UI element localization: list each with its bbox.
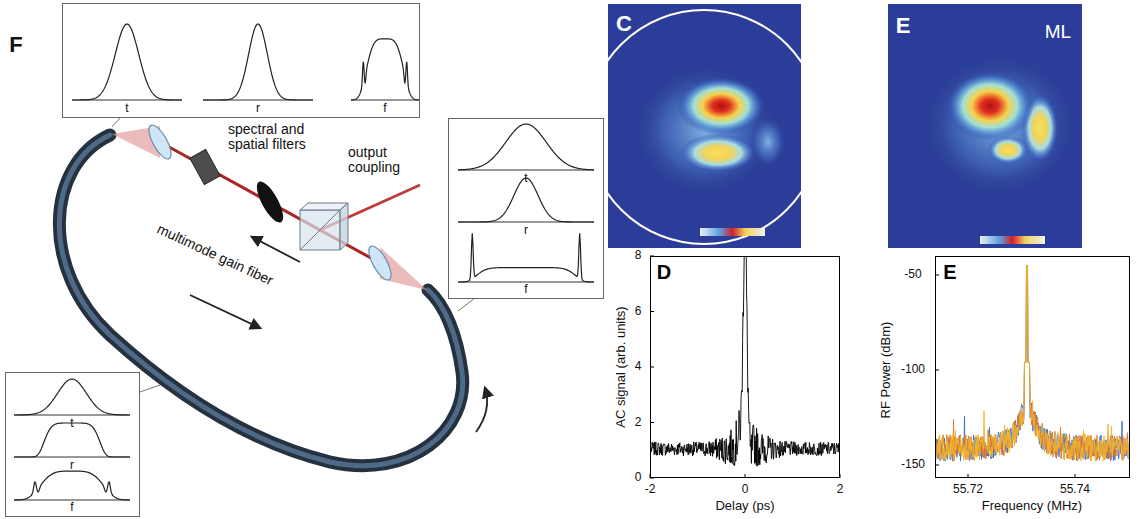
- axis-title: Frequency (MHz): [982, 499, 1082, 513]
- axis-symbol: f: [383, 102, 386, 115]
- beam-profile-image: [888, 4, 1082, 248]
- image-panel: C: [608, 4, 801, 248]
- inset-box: t r f: [5, 372, 140, 517]
- autocorrelation-trace: [651, 257, 839, 466]
- tick-label: -50: [904, 268, 921, 281]
- spatial-filter: [252, 178, 288, 226]
- axis-symbol: f: [70, 501, 73, 514]
- inset-axis: [14, 500, 130, 501]
- intensity-peak: [946, 71, 1034, 141]
- axis-symbol: t: [70, 417, 73, 430]
- color-bar: [980, 236, 1045, 244]
- cube-face: [340, 203, 348, 250]
- panel-letter: E: [943, 261, 956, 283]
- tick-label: 0: [742, 483, 749, 496]
- cube-diagonal: [300, 210, 340, 250]
- pulse-curve: [351, 39, 419, 100]
- rf-spectrum-trace: [936, 266, 1129, 462]
- color-bar: [700, 228, 765, 236]
- axis-symbol: f: [524, 283, 527, 296]
- axis-title: AC signal (arb. units): [614, 306, 628, 427]
- axis-symbol: r: [70, 459, 74, 472]
- spectral-filter: [190, 150, 220, 185]
- cube-face: [300, 210, 340, 250]
- pulse-curve: [458, 124, 594, 170]
- inset-curves: [14, 24, 594, 500]
- inset-axis: [351, 100, 419, 101]
- beam-splitter-cube: [300, 203, 348, 250]
- panel-letter: F: [9, 33, 22, 57]
- intensity-halo: [922, 53, 1078, 197]
- lens: [365, 243, 396, 283]
- direction-arrow: [476, 388, 487, 432]
- axis-title: Delay (ps): [715, 499, 774, 513]
- tick-label: 0: [635, 471, 642, 484]
- image-ground: [608, 4, 801, 248]
- direction-arrow: [190, 295, 260, 328]
- panel-letter: ML: [1045, 22, 1071, 43]
- tick-label: 8: [635, 249, 642, 262]
- pulse-curve: [14, 379, 130, 415]
- panel-letter: C: [616, 12, 632, 36]
- pulse-curve: [72, 24, 182, 100]
- panel-letter: D: [657, 261, 671, 283]
- inset-axis: [458, 170, 594, 171]
- tick-label: 4: [635, 360, 642, 373]
- tick-label: 2: [837, 483, 844, 496]
- plot-panel: D: [650, 256, 840, 478]
- lens: [145, 122, 176, 162]
- panel-letter: E: [896, 14, 911, 38]
- leader-line: [112, 118, 120, 127]
- pulse-curve: [203, 24, 313, 100]
- inset-box: trf: [62, 3, 420, 118]
- axis-title: RF Power (dBm): [879, 322, 893, 419]
- leader-line: [140, 385, 160, 392]
- rf-spectrum-curve: [936, 266, 1129, 461]
- tick-label: -100: [901, 363, 925, 376]
- component-label: spectral and spatial filters: [228, 122, 310, 153]
- image-ground: [888, 4, 1082, 248]
- axis-ticks: [650, 256, 1075, 478]
- autocorrelation-curve: [651, 257, 839, 466]
- image-panel: E ML: [888, 4, 1082, 248]
- beam-profile-image: [608, 4, 801, 248]
- pulse-curve: [458, 233, 594, 282]
- axis-symbol: t: [524, 172, 527, 185]
- inset-box: t r f: [448, 118, 604, 299]
- gain-fiber-core: [59, 135, 462, 466]
- plot-panel: E: [935, 256, 1130, 478]
- inset-axis: [458, 282, 594, 283]
- rf-spectrum-curve: [936, 266, 1129, 462]
- rf-spectrum-curve: [936, 266, 1129, 462]
- component-label: output coupling: [348, 145, 420, 176]
- tick-label: 6: [635, 305, 642, 318]
- tick-label: -2: [645, 483, 656, 496]
- tick-label: -150: [901, 458, 925, 471]
- gain-fiber: [59, 135, 462, 466]
- tick-label: 55.72: [953, 483, 983, 496]
- direction-arrow: [252, 237, 300, 262]
- tick-label: 55.74: [1060, 483, 1090, 496]
- intensity-lobe: [680, 134, 756, 172]
- axis-symbol: r: [256, 102, 260, 115]
- pulse-curve: [14, 471, 130, 500]
- leader-line: [458, 298, 475, 311]
- component-label: multimode gain fiber: [155, 221, 276, 288]
- axis-symbol: t: [125, 102, 128, 115]
- intensity-peak: [677, 77, 765, 135]
- fiber-core-outline: [608, 10, 801, 244]
- axis-symbol: r: [524, 224, 528, 237]
- tick-label: 2: [635, 416, 642, 429]
